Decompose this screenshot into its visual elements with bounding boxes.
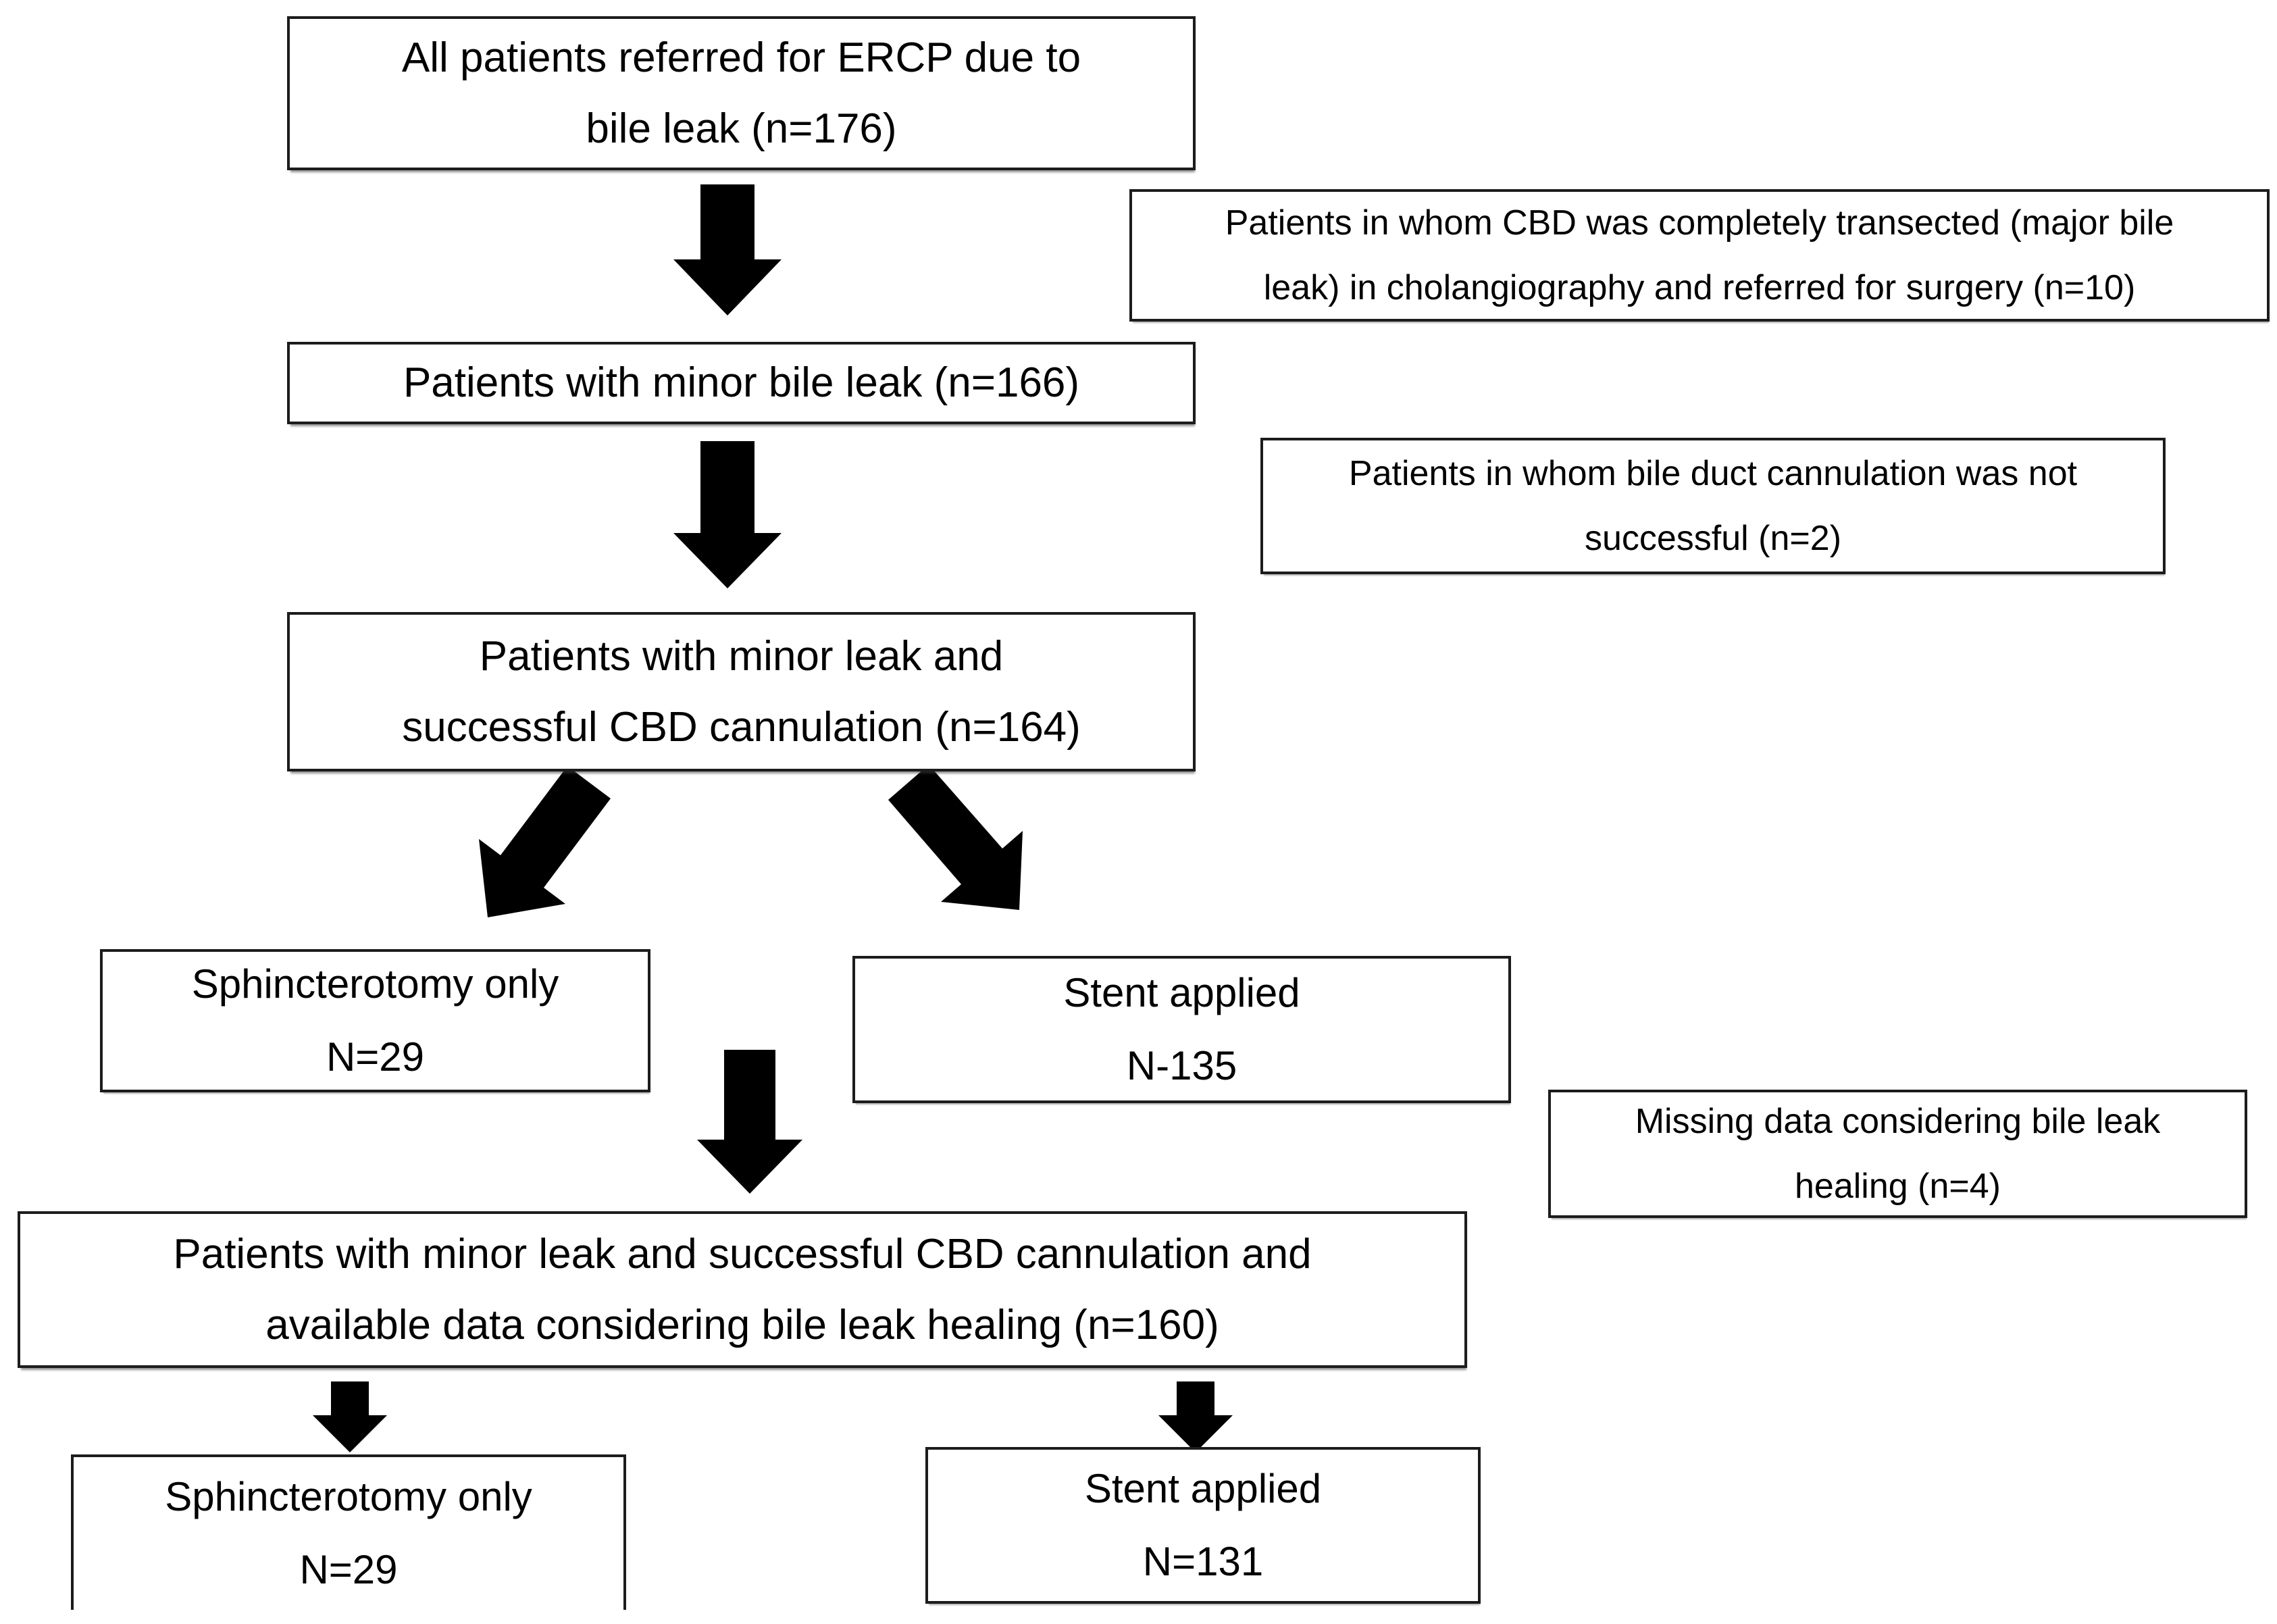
- box-all-patients-referred: All patients referred for ERCP due to bi…: [287, 16, 1196, 170]
- box-stent-applied-initial: Stent applied N-135: [852, 956, 1511, 1103]
- arrow-cannulation-to-stent: [888, 765, 1023, 910]
- box-available-healing-data: Patients with minor leak and successful …: [18, 1211, 1467, 1368]
- arrow-minor-to-cannulation: [673, 441, 782, 588]
- box-sphincterotomy-only-final: Sphincterotomy only N=29: [71, 1454, 626, 1610]
- box-excluded-missing-data: Missing data considering bile leak heali…: [1548, 1090, 2247, 1218]
- arrow-referred-to-minor: [673, 184, 782, 315]
- box-minor-bile-leak: Patients with minor bile leak (n=166): [287, 342, 1196, 424]
- box-sphincterotomy-only-initial: Sphincterotomy only N=29: [100, 949, 650, 1092]
- arrow-cannulation-to-sphincterotomy: [479, 766, 611, 917]
- box-stent-applied-final: Stent applied N=131: [925, 1447, 1481, 1604]
- arrow-groups-to-available: [697, 1050, 802, 1194]
- box-excluded-cannulation-failed: Patients in whom bile duct cannulation w…: [1260, 438, 2166, 574]
- box-excluded-cbd-transected: Patients in whom CBD was completely tran…: [1129, 189, 2270, 322]
- arrow-available-to-stent-final: [1158, 1381, 1233, 1452]
- arrow-available-to-sphincterotomy-final: [313, 1381, 387, 1452]
- box-successful-cannulation: Patients with minor leak and successful …: [287, 612, 1196, 771]
